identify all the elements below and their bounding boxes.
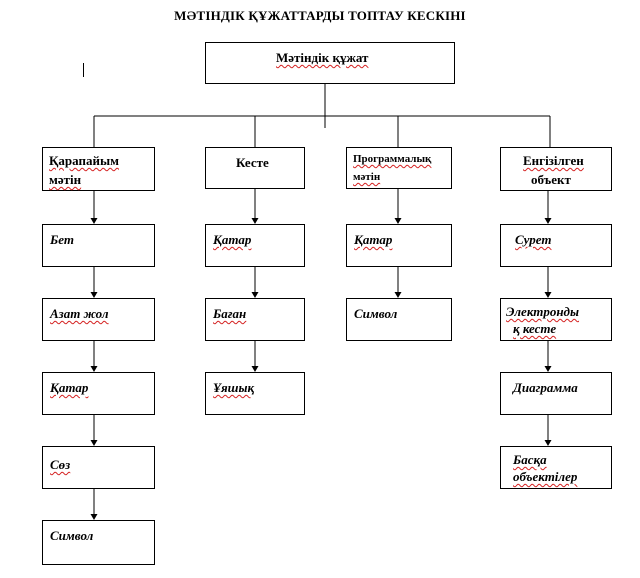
- item-symbol-label: Символ: [50, 528, 94, 543]
- category-plain-text: Қарапайым мәтін: [42, 147, 155, 191]
- item-table-column: Баған: [205, 298, 305, 341]
- arrow-col3-2-head: [394, 292, 402, 298]
- arrow-col3-1-head: [394, 218, 402, 224]
- item-program-symbol: Символ: [346, 298, 452, 341]
- text-cursor: [83, 63, 84, 77]
- item-paragraph-label: Азат жол: [50, 306, 109, 321]
- item-table-cell: Ұяшық: [205, 372, 305, 415]
- arrow-col2-3-head: [251, 366, 259, 372]
- arrow-col4-3-head: [544, 366, 552, 372]
- category-plain-text-line-2: мәтін: [49, 172, 82, 187]
- arrow-col4-4-head: [544, 440, 552, 446]
- item-line: Қатар: [42, 372, 155, 415]
- category-embedded-object: Енгізілген объект: [500, 147, 612, 191]
- arrow-col4-1-head: [544, 218, 552, 224]
- item-spreadsheet: Электронды қ кесте: [500, 298, 612, 341]
- item-page-label: Бет: [50, 232, 74, 247]
- root-node: Мәтіндік құжат: [205, 42, 455, 84]
- item-symbol: Символ: [42, 520, 155, 565]
- arrow-col1-4-head: [90, 440, 98, 446]
- item-program-row: Қатар: [346, 224, 452, 267]
- category-plain-text-line-1: Қарапайым: [49, 153, 119, 168]
- arrow-col4-2-head: [544, 292, 552, 298]
- item-table-cell-label: Ұяшық: [213, 380, 255, 395]
- item-word: Сөз: [42, 446, 155, 489]
- item-table-column-label: Баған: [213, 306, 247, 321]
- item-program-symbol-label: Символ: [354, 306, 398, 321]
- root-label: Мәтіндік құжат: [276, 50, 369, 65]
- item-chart: Диаграмма: [500, 372, 612, 415]
- item-other-objects-line-2: объектілер: [513, 469, 578, 484]
- item-table-row-label: Қатар: [213, 232, 252, 247]
- category-table: Кесте: [205, 147, 305, 189]
- arrow-col1-1-head: [90, 218, 98, 224]
- category-program-text-line-1: Программалық: [353, 153, 432, 165]
- item-page: Бет: [42, 224, 155, 267]
- item-program-row-label: Қатар: [354, 232, 393, 247]
- arrow-col2-1-head: [251, 218, 259, 224]
- item-word-label: Сөз: [50, 457, 71, 472]
- category-embedded-object-line-1: Енгізілген: [523, 153, 584, 168]
- item-table-row: Қатар: [205, 224, 305, 267]
- category-program-text-line-2: мәтін: [353, 171, 381, 183]
- arrow-col1-3-head: [90, 366, 98, 372]
- item-other-objects-line-1: Басқа: [513, 452, 547, 467]
- item-image: Сурет: [500, 224, 612, 267]
- arrow-col1-5-head: [90, 514, 98, 520]
- diagram-title: МӘТІНДІК ҚҰЖАТТАРДЫ ТОПТАУ КЕСКІНІ: [174, 8, 466, 23]
- item-paragraph: Азат жол: [42, 298, 155, 341]
- arrow-col1-2-head: [90, 292, 98, 298]
- item-line-label: Қатар: [50, 380, 89, 395]
- item-spreadsheet-line-2: қ кесте: [513, 321, 557, 336]
- arrow-col2-2-head: [251, 292, 259, 298]
- category-program-text: Программалық мәтін: [346, 147, 452, 189]
- item-chart-label: Диаграмма: [513, 380, 578, 395]
- item-image-label: Сурет: [515, 232, 552, 247]
- item-spreadsheet-line-1: Электронды: [506, 304, 580, 319]
- category-embedded-object-line-2: объект: [531, 172, 571, 187]
- item-other-objects: Басқа объектілер: [500, 446, 612, 489]
- category-table-label: Кесте: [236, 155, 269, 170]
